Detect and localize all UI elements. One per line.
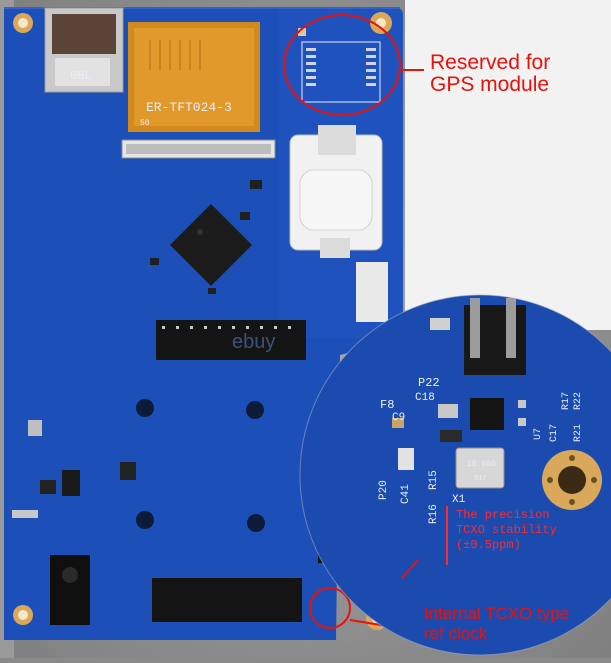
zoom-label-p22: P22 (418, 376, 440, 390)
battery-holder (289, 125, 383, 258)
zoom-label-c18: C18 (415, 392, 435, 404)
small-smd-parts (150, 180, 262, 294)
zoom-pointer-arrow (401, 559, 419, 579)
display-part-label: ER-TFT024-3 (146, 100, 232, 115)
tcxo-code: 917 (474, 475, 487, 483)
zoom-note-line-1: The precision (456, 508, 550, 522)
zoom-label-r17: R17 (561, 392, 572, 410)
board-holes (136, 399, 265, 532)
display-flex-cable: ER-TFT024-3 50 (128, 22, 260, 132)
zoom-label-r15: R15 (428, 470, 440, 490)
tcxo-precision-note: The precision TCXO stability (±0.5ppm) (456, 508, 557, 553)
zoom-note-line-2: TCXO stability (456, 523, 557, 537)
gps-highlight-circle (283, 14, 401, 116)
zoom-label-u7: U7 (533, 428, 544, 440)
zoom-label-c17: C17 (549, 424, 560, 442)
zoom-note-line-3: (±0.5ppm) (456, 538, 521, 552)
tcxo-frequency: 10.000 (467, 460, 496, 469)
tcxo-annotation-line-1: Internal TCXO type (424, 604, 570, 623)
gps-annotation-line-2: GPS module (430, 73, 550, 96)
zoom-label-r21: R21 (573, 424, 584, 442)
tcxo-annotation-line-2: ref clock (424, 624, 488, 643)
zoom-label-c9: C9 (392, 412, 405, 424)
zoom-label-r16: R16 (428, 504, 440, 524)
display-pin-label: 50 (140, 119, 150, 128)
tcxo-highlight-circle (309, 587, 351, 629)
watermark-text: ebuy (232, 331, 275, 353)
mounting-hole-bl (13, 605, 33, 625)
zoom-label-p20: P20 (378, 480, 390, 500)
zoom-label-x1: X1 (452, 494, 466, 506)
zoom-magnifier: 10.000 917 P22 C18 F8 C9 U7 C17 R17 R21 … (300, 295, 611, 655)
zoom-label-c41: C41 (400, 484, 412, 504)
gps-footprint (298, 28, 381, 103)
mounting-hole-tl (13, 13, 33, 33)
gps-annotation-line-1: Reserved for (430, 51, 551, 74)
pin-header-upper (156, 320, 306, 360)
sd-card-text: 08L (70, 69, 92, 83)
power-section (12, 420, 136, 518)
audio-jack (50, 555, 90, 625)
gps-reserved-annotation: Reserved for GPS module (430, 52, 550, 96)
white-label-pad (356, 262, 388, 322)
zoom-label-r22: R22 (573, 392, 584, 410)
zoom-label-f8: F8 (380, 398, 394, 412)
sd-card-slot: 08L (44, 7, 124, 93)
tcxo-annotation: Internal TCXO type ref clock (424, 604, 569, 644)
